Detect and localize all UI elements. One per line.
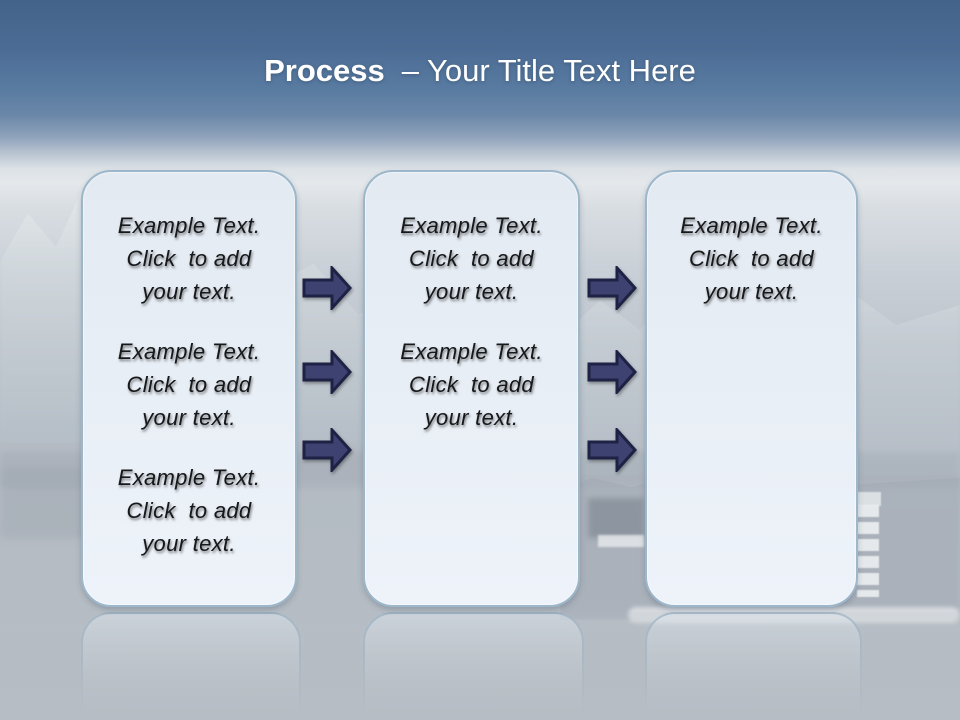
text-placeholder[interactable]: Example Text. Click to add your text. [117,213,261,304]
reflection-fade-overlay [0,612,960,720]
title-subtitle: – Your Title Text Here [401,53,696,88]
boat-cabin-image [855,492,881,506]
arrow-right-icon [587,266,637,310]
text-placeholder[interactable]: Example Text. Click to add your text. [117,339,261,430]
text-placeholder[interactable]: Example Text. Click to add your text. [680,213,823,304]
text-placeholder[interactable]: Example Text. Click to add your text. [400,339,543,430]
text-placeholder[interactable]: Example Text. Click to add your text. [400,213,543,304]
harbor-structure-image [588,498,644,538]
process-box-3[interactable]: Example Text. Click to add your text. [645,170,858,607]
title-keyword: Process [264,53,385,88]
arrow-right-icon [302,266,352,310]
ferry-boat-image [857,505,879,597]
slide-title: Process – Your Title Text Here [0,52,960,90]
arrow-right-icon [302,428,352,472]
shore-left-image [0,468,90,538]
boat-hull-image [598,535,644,547]
process-box-1[interactable]: Example Text. Click to add your text. Ex… [81,170,297,607]
arrow-right-icon [302,350,352,394]
text-placeholder[interactable]: Example Text. Click to add your text. [117,465,261,556]
arrow-right-icon [587,350,637,394]
process-box-2[interactable]: Example Text. Click to add your text. Ex… [363,170,580,607]
arrow-right-icon [587,428,637,472]
